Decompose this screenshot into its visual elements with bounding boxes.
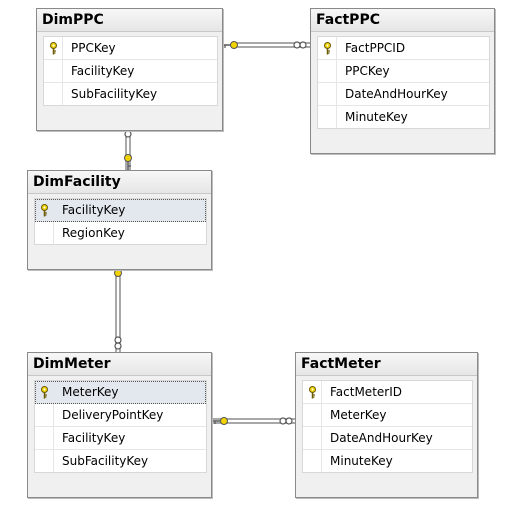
column-row[interactable]: FactPPCID (318, 37, 489, 60)
column-row[interactable]: RegionKey (35, 222, 206, 244)
column-row[interactable]: SubFacilityKey (35, 450, 206, 472)
table-dimfacility[interactable]: DimFacility FacilityKey RegionKey (27, 170, 212, 270)
column-list: FactMeterID MeterKey DateAndHourKey Minu… (302, 380, 473, 473)
infinity-icon (114, 336, 122, 350)
column-name: PPCKey (345, 64, 390, 78)
table-title[interactable]: DimMeter (28, 353, 211, 376)
column-row[interactable]: FactMeterID (303, 381, 472, 404)
column-name: FactPPCID (345, 41, 406, 55)
table-title[interactable]: DimPPC (37, 9, 222, 32)
key-icon (303, 381, 322, 403)
column-name: FacilityKey (71, 64, 135, 78)
column-list: MeterKey DeliveryPointKey FacilityKey Su… (34, 380, 207, 473)
column-name: RegionKey (62, 226, 125, 240)
column-row[interactable]: FacilityKey (35, 427, 206, 450)
column-row[interactable]: DateAndHourKey (318, 83, 489, 106)
table-dimppc[interactable]: DimPPC PPCKey FacilityKey SubFacilityKey (36, 8, 223, 131)
column-row[interactable]: MeterKey (35, 381, 206, 404)
column-row[interactable]: PPCKey (44, 37, 217, 60)
table-dimmeter[interactable]: DimMeter MeterKey DeliveryPointKey Facil… (27, 352, 212, 498)
column-row[interactable]: MinuteKey (303, 450, 472, 472)
column-name: DateAndHourKey (345, 87, 448, 101)
key-end-icon (212, 417, 228, 425)
column-row[interactable]: SubFacilityKey (44, 83, 217, 105)
column-row[interactable]: MinuteKey (318, 106, 489, 128)
infinity-icon (279, 417, 293, 425)
key-end-icon (222, 41, 238, 49)
relationship-dimmeter-factmeter[interactable] (212, 417, 295, 425)
column-name: DeliveryPointKey (62, 408, 164, 422)
column-list: PPCKey FacilityKey SubFacilityKey (43, 36, 218, 106)
key-icon (318, 37, 337, 59)
relationship-dimppc-factppc[interactable] (222, 41, 310, 49)
column-name: DateAndHourKey (330, 431, 433, 445)
column-name: MeterKey (62, 385, 119, 399)
key-end-icon (124, 154, 132, 170)
table-title[interactable]: FactMeter (296, 353, 477, 376)
column-name: FacilityKey (62, 203, 126, 217)
column-row[interactable]: DateAndHourKey (303, 427, 472, 450)
column-name: MinuteKey (345, 110, 408, 124)
column-name: FacilityKey (62, 431, 126, 445)
column-row[interactable]: MeterKey (303, 404, 472, 427)
infinity-icon (293, 41, 307, 49)
column-row[interactable]: FacilityKey (35, 199, 206, 222)
column-name: SubFacilityKey (71, 87, 158, 101)
column-row[interactable]: FacilityKey (44, 60, 217, 83)
column-row[interactable]: PPCKey (318, 60, 489, 83)
key-icon (35, 381, 54, 403)
column-name: PPCKey (71, 41, 116, 55)
column-name: FactMeterID (330, 385, 402, 399)
table-factppc[interactable]: FactPPC FactPPCID PPCKey DateAndHourKey … (310, 8, 495, 154)
table-title[interactable]: DimFacility (28, 171, 211, 194)
table-title[interactable]: FactPPC (311, 9, 494, 32)
column-name: MinuteKey (330, 454, 393, 468)
column-list: FactPPCID PPCKey DateAndHourKey MinuteKe… (317, 36, 490, 129)
table-factmeter[interactable]: FactMeter FactMeterID MeterKey DateAndHo… (295, 352, 478, 498)
column-name: MeterKey (330, 408, 387, 422)
column-name: SubFacilityKey (62, 454, 149, 468)
column-row[interactable]: DeliveryPointKey (35, 404, 206, 427)
relationship-dimfacility-dimmeter[interactable] (114, 262, 122, 352)
key-icon (44, 37, 63, 59)
key-icon (35, 199, 54, 221)
column-list: FacilityKey RegionKey (34, 198, 207, 245)
